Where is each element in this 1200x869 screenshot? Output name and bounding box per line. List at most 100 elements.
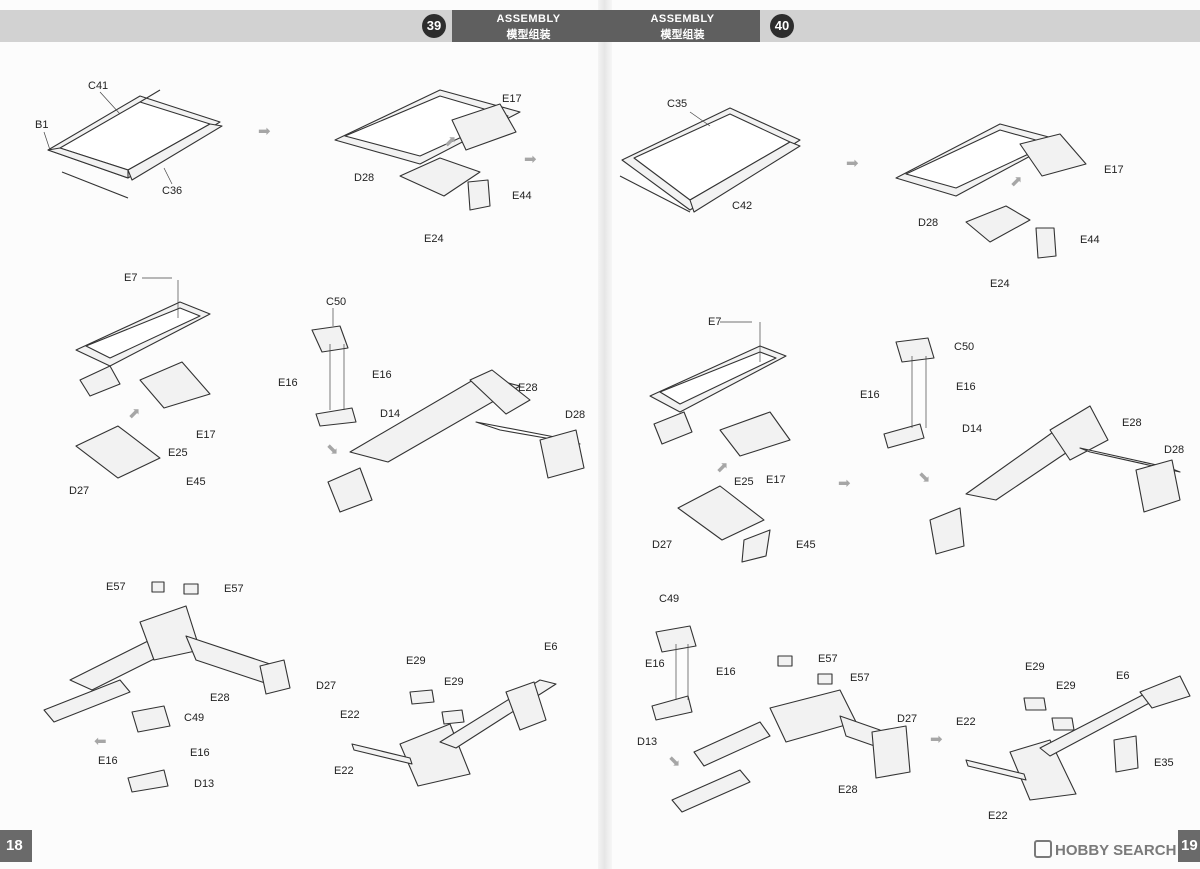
part-label: C35 <box>667 98 688 110</box>
part-label: E17 <box>1104 164 1124 176</box>
part-label: E45 <box>186 476 206 488</box>
page-gutter <box>598 0 612 869</box>
arrow-right-icon: ➡ <box>258 123 271 140</box>
frame-e17-assembly-top-left <box>334 89 521 211</box>
arrow-down-icon: ⬊ <box>918 469 931 486</box>
frame-e57-assembly-left <box>43 581 291 723</box>
part-label: E6 <box>544 641 558 653</box>
part-label: E16 <box>278 377 298 389</box>
part-label: D13 <box>194 778 215 790</box>
frame-c41-c36 <box>47 89 223 199</box>
part-label: D28 <box>1164 444 1185 456</box>
arrow-right-icon: ➡ <box>930 731 943 748</box>
left-header-title: ASSEMBLY 模型组装 <box>452 10 605 42</box>
arrow-up-icon: ⬈ <box>444 133 457 150</box>
part-label: E44 <box>1080 234 1100 246</box>
right-title-cn: 模型组装 <box>660 29 705 41</box>
part-label: D28 <box>354 172 375 184</box>
part-label: D28 <box>565 409 586 421</box>
left-title-en: ASSEMBLY <box>496 13 561 25</box>
arrow-down-icon: ⬊ <box>326 441 339 458</box>
frame-e6-assembly-left <box>351 679 557 787</box>
part-label: E44 <box>512 190 532 202</box>
frame-c35-c42 <box>619 107 801 213</box>
part-label: E16 <box>98 755 118 767</box>
left-step-number: 39 <box>422 14 446 38</box>
part-label: C41 <box>88 80 109 92</box>
part-label: E22 <box>334 765 354 777</box>
part-label: D14 <box>380 408 401 420</box>
frame-e7-assembly-right <box>649 345 791 563</box>
page-number-right: 19 <box>1178 830 1200 862</box>
arrow-up-icon: ⬈ <box>128 405 141 422</box>
part-label: C49 <box>659 593 680 605</box>
part-label: D27 <box>652 539 673 551</box>
part-label: E25 <box>168 447 188 459</box>
part-label: E22 <box>956 716 976 728</box>
page-number-left: 18 <box>0 830 32 862</box>
frame-c49-assembly-left <box>127 705 171 793</box>
arrow-right-icon: ➡ <box>846 155 859 172</box>
part-label: C49 <box>184 712 205 724</box>
part-label: E25 <box>734 476 754 488</box>
part-label: E17 <box>502 93 522 105</box>
right-step-number-badge: 40 <box>770 14 794 38</box>
arrow-right-icon: ➡ <box>838 475 851 492</box>
part-label: E16 <box>716 666 736 678</box>
left-title-cn: 模型组装 <box>506 29 551 41</box>
part-label: E22 <box>340 709 360 721</box>
part-label: E28 <box>1122 417 1142 429</box>
part-label: E57 <box>850 672 870 684</box>
part-label: E24 <box>424 233 444 245</box>
part-label: E29 <box>1056 680 1076 692</box>
right-header-band <box>760 10 1200 42</box>
part-label: B1 <box>35 119 49 131</box>
part-label: C42 <box>732 200 753 212</box>
frame-e7-assembly-left <box>75 301 211 479</box>
part-label: E57 <box>106 581 126 593</box>
part-label: E29 <box>444 676 464 688</box>
hobby-search-watermark: HOBBY SEARCH <box>1034 840 1176 859</box>
part-label: D28 <box>918 217 939 229</box>
frame-c50-assembly-left <box>311 325 585 513</box>
part-label: C50 <box>954 341 975 353</box>
part-label: E28 <box>518 382 538 394</box>
part-label: E17 <box>196 429 216 441</box>
part-label: E35 <box>1154 757 1174 769</box>
part-label: E57 <box>224 583 244 595</box>
part-label: E16 <box>190 747 210 759</box>
part-label: E29 <box>406 655 426 667</box>
part-label: E7 <box>708 316 722 328</box>
part-label: E17 <box>766 474 786 486</box>
part-label: C50 <box>326 296 347 308</box>
arrow-left-icon: ⬅ <box>94 733 107 750</box>
part-label: E24 <box>990 278 1010 290</box>
frame-e17-assembly-top-right <box>895 123 1087 259</box>
hobby-search-text: HOBBY SEARCH <box>1055 842 1177 859</box>
right-header-title: ASSEMBLY 模型组装 <box>605 10 760 42</box>
part-label: E29 <box>1025 661 1045 673</box>
part-label: C36 <box>162 185 183 197</box>
part-label: D14 <box>962 423 983 435</box>
part-label: E16 <box>645 658 665 670</box>
arrow-right-icon: ➡ <box>524 151 537 168</box>
part-label: E16 <box>860 389 880 401</box>
part-label: D13 <box>637 736 658 748</box>
part-label: E22 <box>988 810 1008 822</box>
part-label: E57 <box>818 653 838 665</box>
part-label: D27 <box>69 485 90 497</box>
part-label: E28 <box>210 692 230 704</box>
frame-e6-assembly-right <box>965 675 1191 801</box>
part-label: D27 <box>897 713 918 725</box>
part-label: D27 <box>316 680 337 692</box>
part-label: E45 <box>796 539 816 551</box>
arrow-up-icon: ⬈ <box>1010 173 1023 190</box>
part-label: E16 <box>372 369 392 381</box>
hobby-search-logo-icon <box>1034 840 1052 858</box>
frame-c50-assembly-right <box>883 337 1181 555</box>
arrow-down-icon: ⬊ <box>668 753 681 770</box>
right-title-en: ASSEMBLY <box>650 13 715 25</box>
frame-e57-assembly-right <box>671 655 911 813</box>
